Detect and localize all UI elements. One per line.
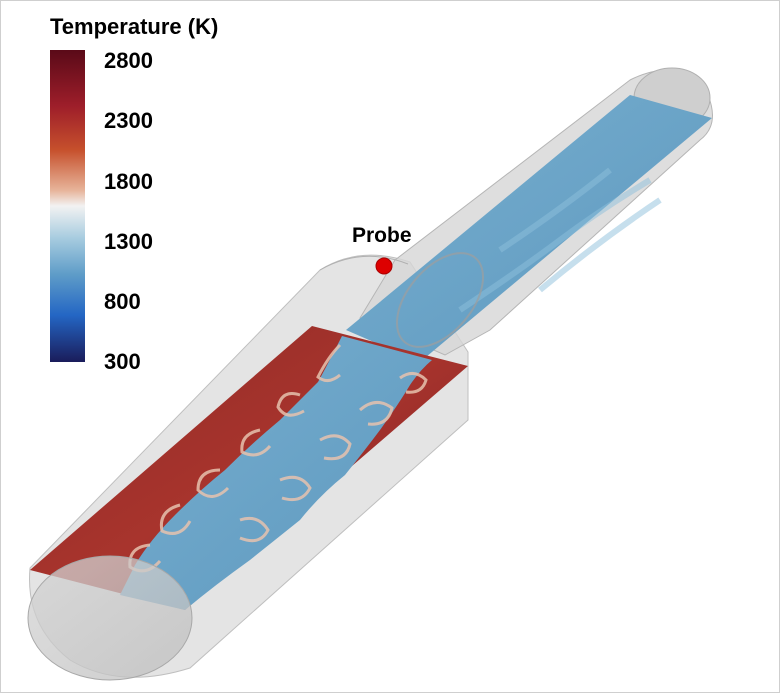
colorbar-tick: 1800: [104, 169, 153, 194]
colorbar-tick: 800: [104, 289, 141, 314]
inlet-cold-streaks: [458, 167, 662, 313]
inlet-ring: [395, 252, 485, 348]
probe-label: Probe: [352, 224, 412, 247]
colorbar-tick: 2300: [104, 108, 153, 133]
chamber-end-cap: [27, 555, 193, 681]
colorbar-tick: 300: [104, 349, 141, 374]
colorbar-gradient: [50, 50, 85, 362]
cold-jet: [120, 336, 432, 610]
colorbar-title: Temperature (K): [50, 14, 219, 39]
colorbar-tick: 1300: [104, 229, 153, 254]
probe-marker[interactable]: [375, 257, 393, 275]
colorbar-tick: 2800: [104, 48, 153, 73]
chamber-outline: [319, 255, 409, 271]
